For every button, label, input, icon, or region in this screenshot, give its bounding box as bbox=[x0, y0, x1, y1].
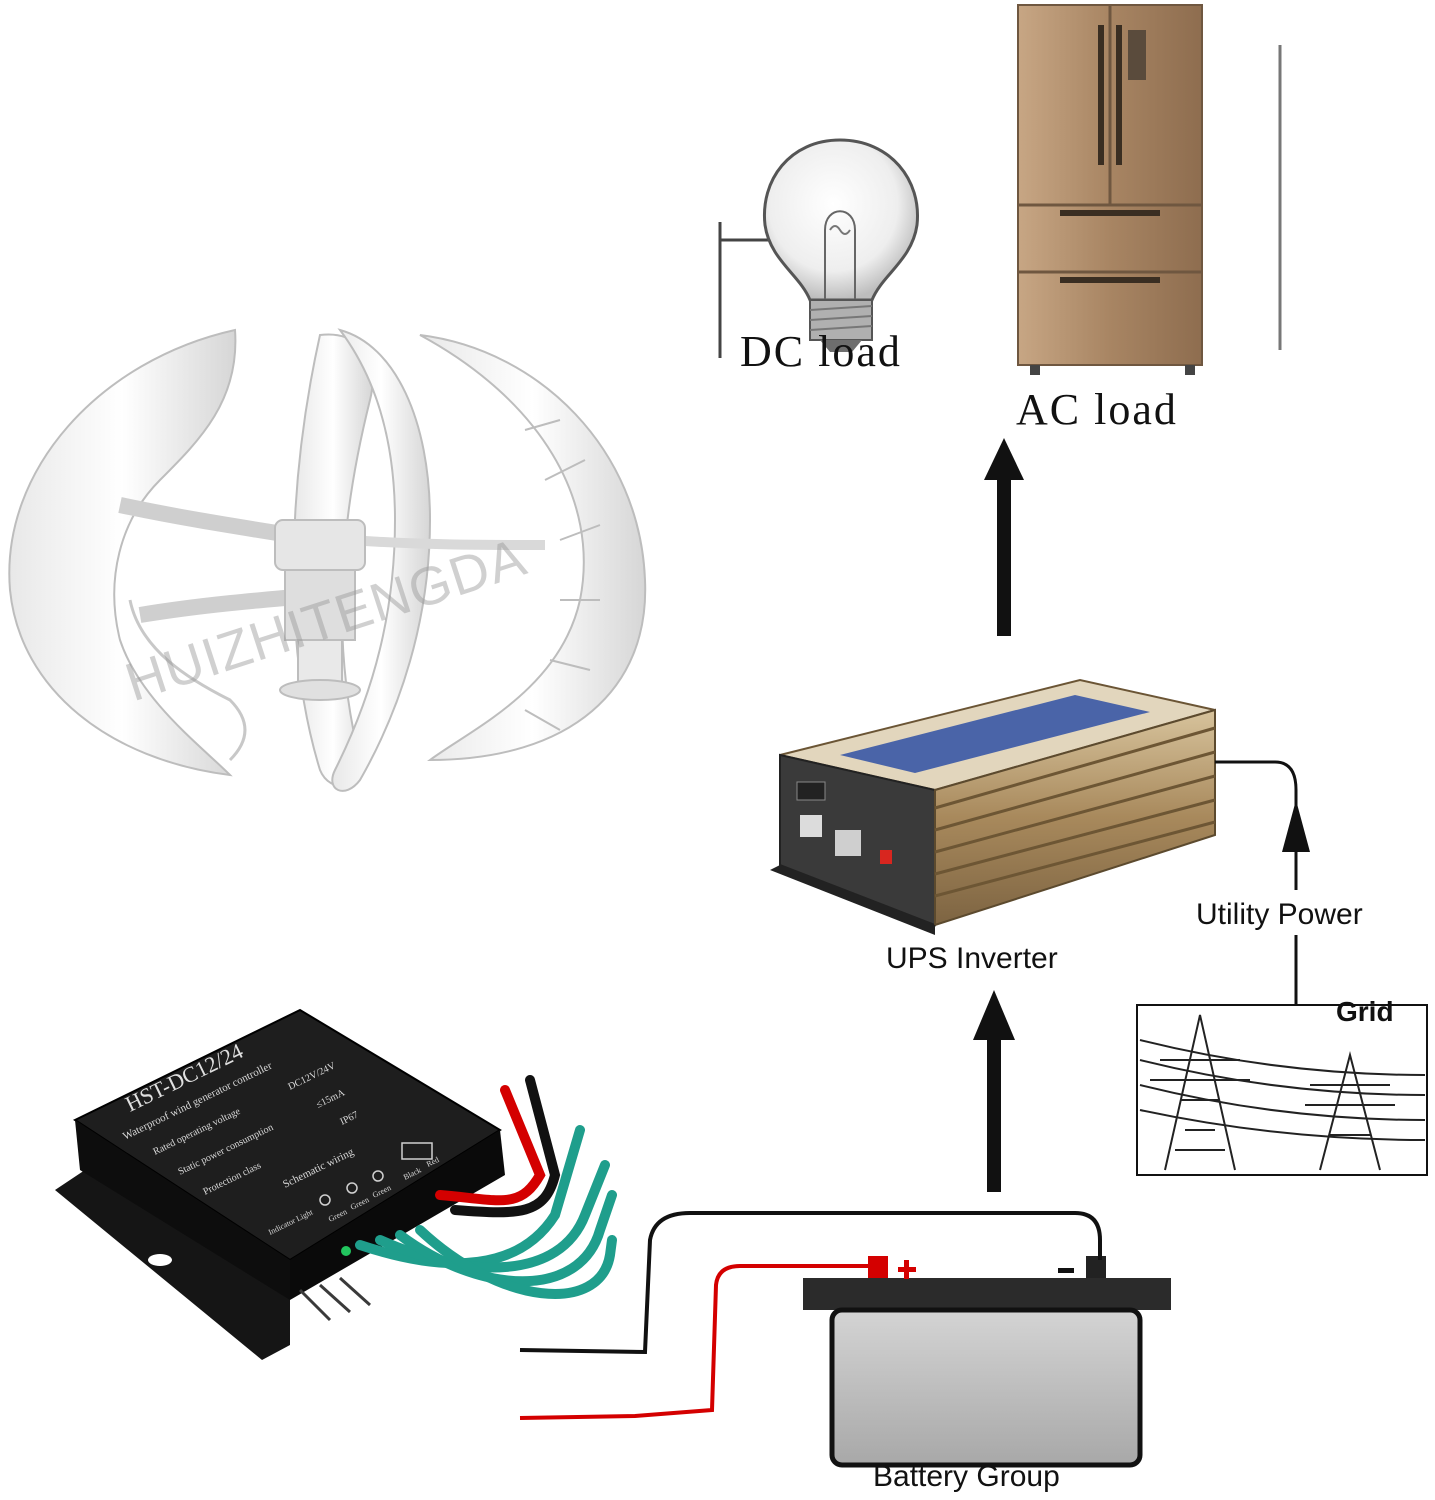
utility-power-line bbox=[1215, 760, 1298, 890]
wind-controller-image: HST-DC12/24 Waterproof wind generator co… bbox=[55, 1008, 505, 1360]
minus-icon bbox=[1058, 1268, 1074, 1273]
arrow-up-icon bbox=[973, 990, 1015, 1192]
utility-power-label: Utility Power bbox=[1196, 898, 1363, 931]
controller-wires bbox=[355, 1075, 617, 1299]
ac-load-label: AC load bbox=[1016, 385, 1178, 434]
power-grid-image bbox=[1136, 1004, 1428, 1176]
refrigerator-icon bbox=[1017, 4, 1203, 375]
dc-load-label: DC load bbox=[740, 327, 902, 376]
grid-label: Grid bbox=[1336, 996, 1394, 1027]
battery-group-image bbox=[803, 1256, 1171, 1468]
ups-inverter-image bbox=[770, 678, 1216, 935]
wind-turbine-image bbox=[8, 328, 647, 792]
light-bulb-icon bbox=[718, 138, 920, 358]
black-wire bbox=[519, 1211, 1102, 1355]
plus-icon bbox=[898, 1260, 916, 1279]
battery-group-label: Battery Group bbox=[873, 1460, 1060, 1493]
red-wire bbox=[519, 1264, 870, 1420]
arrow-up-icon bbox=[984, 438, 1024, 636]
ups-inverter-label: UPS Inverter bbox=[886, 942, 1058, 975]
arrow-up-icon bbox=[1282, 800, 1310, 852]
